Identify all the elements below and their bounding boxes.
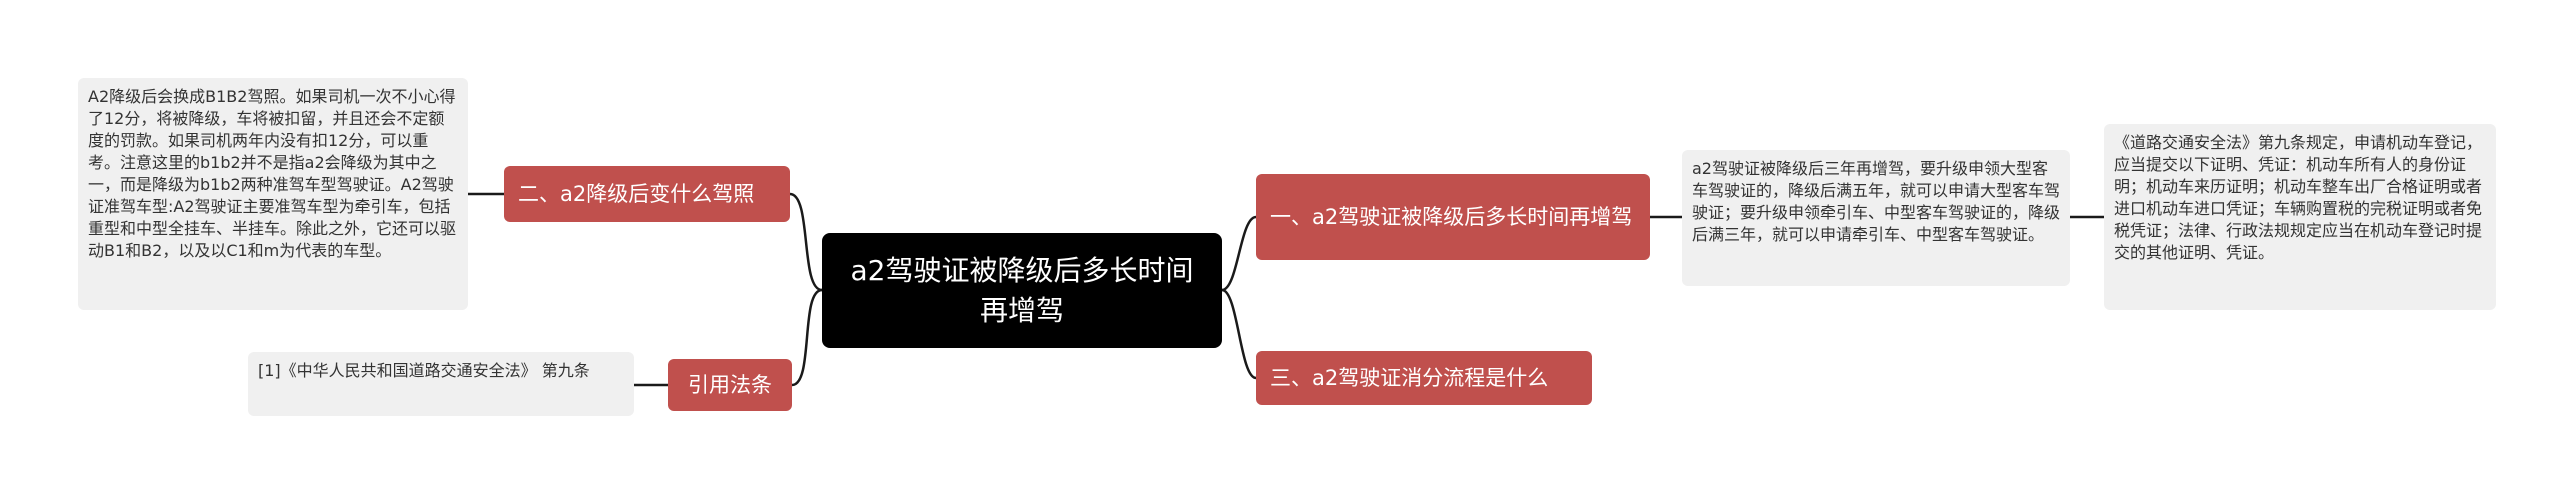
root-topic-label: a2驾驶证被降级后多长时间再增驾 — [850, 253, 1194, 327]
leaf-note-upgrade-period[interactable]: a2驾驶证被降级后三年再增驾，要升级申领大型客车驾驶证的，降级后满五年，就可以申… — [1682, 150, 2070, 286]
branch-topic-label: 二、a2降级后变什么驾照 — [518, 182, 755, 206]
connector-root-b4 — [791, 288, 823, 387]
leaf-note-law-reference[interactable]: [1]《中华人民共和国道路交通安全法》 第九条 — [248, 352, 634, 416]
branch-topic-cited-law[interactable]: 引用法条 — [668, 359, 792, 411]
leaf-note-text: a2驾驶证被降级后三年再增驾，要升级申领大型客车驾驶证的，降级后满五年，就可以申… — [1692, 159, 2061, 244]
branch-topic-label: 引用法条 — [688, 373, 772, 397]
root-topic[interactable]: a2驾驶证被降级后多长时间再增驾 — [822, 233, 1222, 348]
connector-root-b2 — [789, 192, 823, 292]
branch-topic-points-process[interactable]: 三、a2驾驶证消分流程是什么 — [1256, 351, 1592, 405]
leaf-note-downgrade-license[interactable]: A2降级后会换成B1B2驾照。如果司机一次不小心得了12分，将被降级，车将被扣留… — [78, 78, 468, 310]
connector-root-b3 — [1221, 288, 1257, 380]
connector-root-b1 — [1221, 215, 1257, 292]
branch-topic-duration[interactable]: 一、a2驾驶证被降级后多长时间再增驾 — [1256, 174, 1650, 260]
leaf-note-traffic-law-article[interactable]: 《道路交通安全法》第九条规定，申请机动车登记，应当提交以下证明、凭证：机动车所有… — [2104, 124, 2496, 310]
branch-topic-label: 一、a2驾驶证被降级后多长时间再增驾 — [1270, 205, 1633, 229]
branch-topic-license-type[interactable]: 二、a2降级后变什么驾照 — [504, 166, 790, 222]
leaf-note-text: A2降级后会换成B1B2驾照。如果司机一次不小心得了12分，将被降级，车将被扣留… — [88, 87, 457, 260]
leaf-note-text: [1]《中华人民共和国道路交通安全法》 第九条 — [258, 361, 590, 380]
leaf-note-text: 《道路交通安全法》第九条规定，申请机动车登记，应当提交以下证明、凭证：机动车所有… — [2114, 133, 2483, 262]
branch-topic-label: 三、a2驾驶证消分流程是什么 — [1270, 366, 1549, 390]
